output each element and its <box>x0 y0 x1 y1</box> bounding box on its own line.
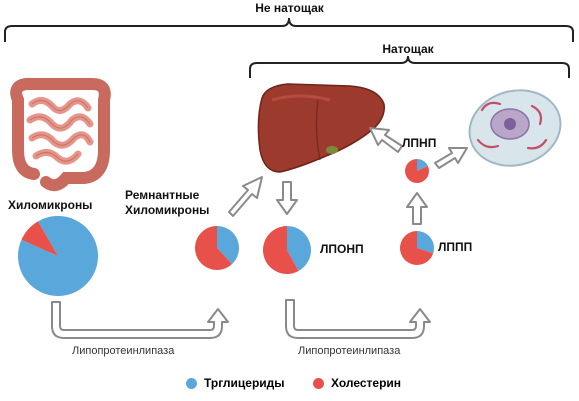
ldl-label: ЛПНП <box>402 136 437 150</box>
legend-item-triglycerides: Трглицериды <box>186 376 285 390</box>
liver-icon <box>257 83 385 173</box>
intestine-icon <box>10 78 111 192</box>
arrow-remnant-to-liver <box>228 176 263 217</box>
lipase-arrow-vldl-to-idl <box>285 299 431 339</box>
arrow-liver-to-vldl <box>276 181 298 215</box>
pie-slice-cholesterol <box>400 231 434 265</box>
remnant-chylomicrons-label: Ремнантные Хиломикроны <box>125 188 210 217</box>
pie-slice-triglycerides <box>17 216 98 296</box>
arrow-ldl-to-cell <box>434 147 468 169</box>
legend-swatch-cholesterol <box>313 377 324 389</box>
pie-slice-cholesterol <box>195 226 233 271</box>
idl-label: ЛППП <box>438 240 473 254</box>
pie-slice-cholesterol <box>404 159 429 183</box>
arrow-ldl-to-liver <box>369 127 403 153</box>
lipoprotein-lipase-label-1: Липопротеинлипаза <box>72 345 175 357</box>
pie-slice-triglycerides <box>217 226 239 265</box>
fasting-label: Натощак <box>382 42 434 56</box>
pie-slice-triglycerides <box>417 159 428 171</box>
pie-ldl <box>404 159 429 183</box>
legend-swatch-triglycerides <box>186 377 197 389</box>
arrow-idl-to-ldl <box>406 192 428 225</box>
not-fasting-label: Не натощак <box>255 1 324 15</box>
pie-idl <box>400 231 435 265</box>
lipase-arrow-chylo-to-remnant <box>51 301 229 339</box>
chylomicrons-label: Хиломикроны <box>8 198 93 212</box>
not-fasting-bracket <box>4 17 574 42</box>
lipoprotein-lipase-label-2: Липопротеинлипаза <box>298 345 401 357</box>
legend-label-triglycerides: Трглицериды <box>204 376 285 390</box>
fasting-bracket <box>249 55 570 78</box>
legend-label-cholesterol: Холестерин <box>331 376 402 390</box>
vldl-label: ЛПОНП <box>320 242 364 256</box>
pie-slice-triglycerides <box>417 231 435 254</box>
legend-item-cholesterol: Холестерин <box>313 376 401 390</box>
pie-remnant-chylomicrons <box>195 226 239 271</box>
cell-icon <box>468 89 562 167</box>
pie-slice-cholesterol <box>263 226 299 274</box>
pie-vldl <box>263 226 312 274</box>
pie-slice-triglycerides <box>287 226 312 272</box>
pie-chylomicrons <box>17 216 98 296</box>
pie-slice-cholesterol <box>21 221 58 256</box>
